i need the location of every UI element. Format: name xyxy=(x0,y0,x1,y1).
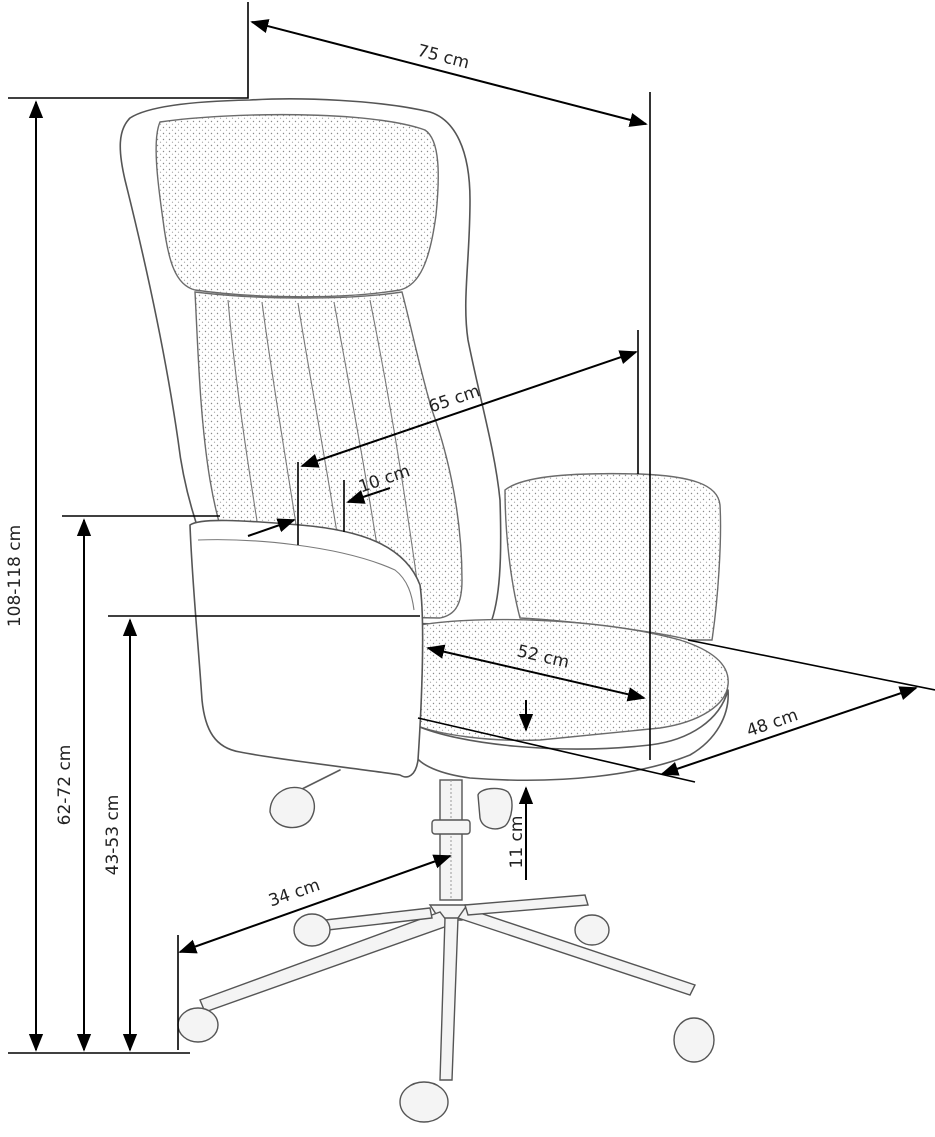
dim-line-seat-depth xyxy=(660,686,918,776)
label-total-height: 108-118 cm xyxy=(5,525,25,627)
dim-line-seat-width xyxy=(426,644,646,702)
dim-line-lumbar-b xyxy=(346,487,391,504)
left-armrest xyxy=(189,519,424,778)
adjust-knob xyxy=(477,787,513,830)
ext-seat-front xyxy=(417,717,696,783)
star-base xyxy=(199,894,696,1081)
label-armrest-height: 62-72 cm xyxy=(55,745,75,826)
headrest-panel xyxy=(155,113,439,298)
label-base-radius: 34 cm xyxy=(266,875,323,911)
dimension-lines xyxy=(8,2,935,1054)
ext-top-left xyxy=(8,2,249,99)
right-armrest xyxy=(504,472,722,641)
gas-collar xyxy=(431,819,471,835)
dim-line-width xyxy=(250,19,648,127)
label-seat-height: 43-53 cm xyxy=(103,795,123,876)
label-seat-thickness: 11 cm xyxy=(507,816,527,869)
label-width: 75 cm xyxy=(415,41,471,74)
dim-line-base-radius xyxy=(178,854,452,954)
ext-seat-back xyxy=(687,639,935,691)
dim-line-lumbar-a xyxy=(247,518,296,537)
tilt-lever-knob xyxy=(269,786,316,829)
tilt-lever xyxy=(299,769,341,791)
chair-illustration xyxy=(119,98,729,1123)
left-armrest-top-seam xyxy=(197,539,415,611)
dim-line-backrest xyxy=(300,350,638,468)
